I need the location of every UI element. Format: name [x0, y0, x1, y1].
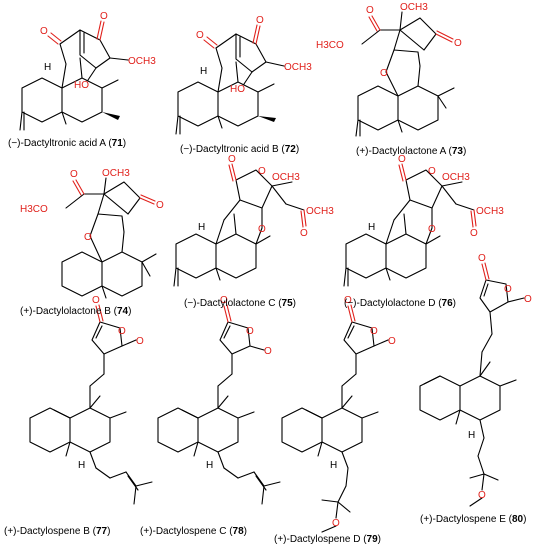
atom-h: H: [44, 62, 51, 73]
compound-number: 75: [281, 298, 293, 309]
caption-73: (+)-Dactylolactone A (73): [356, 146, 467, 157]
caption-71: (−)-Dactyltronic acid A (71): [8, 138, 127, 149]
atom-o: O: [84, 232, 92, 243]
caption-77: (+)-Dactylospene B (77): [4, 526, 111, 537]
atom-h: H: [78, 460, 85, 471]
atom-o: O: [470, 228, 478, 239]
atom-o: O: [300, 228, 308, 239]
atom-o: O: [370, 326, 378, 337]
atom-o: O: [388, 336, 396, 347]
atom-o: O: [40, 26, 48, 37]
atom-o: O: [478, 253, 486, 264]
atom-och3: OCH3: [306, 206, 334, 217]
compound-name: (+)-Dactylospene E: [420, 514, 506, 525]
atom-och3: OCH3: [128, 56, 156, 67]
caption-74: (+)-Dactylolactone B (74): [20, 306, 132, 317]
atom-och3: OCH3: [272, 172, 300, 183]
compound-number: 71: [111, 138, 123, 149]
atom-och3: OCH3: [102, 168, 130, 179]
atom-o: O: [258, 166, 266, 177]
atom-o: O: [428, 166, 436, 177]
atom-o: O: [332, 518, 340, 529]
atom-o: O: [504, 284, 512, 295]
atom-o: O: [398, 154, 406, 165]
structure-80: O O O O H: [419, 253, 532, 507]
atom-o: O: [256, 15, 264, 26]
atom-ho: HO: [74, 80, 89, 91]
compound-name: (+)-Dactylospene D: [274, 534, 361, 545]
atom-o: O: [118, 326, 126, 337]
structure-75: O O OCH3 O OCH3 O H: [173, 154, 334, 287]
compound-number: 78: [232, 526, 244, 537]
atom-h: H: [206, 460, 213, 471]
atom-h: H: [468, 430, 475, 441]
structure-73: O O OCH3 H3CO O: [316, 2, 462, 137]
structure-79: O O O O H: [281, 295, 396, 533]
atom-o: O: [454, 38, 462, 49]
compound-name: (−)-Dactyltronic acid A: [8, 138, 106, 149]
compound-number: 72: [284, 144, 296, 155]
structure-71: O O HO OCH3 H: [19, 11, 156, 131]
atom-o: O: [478, 490, 486, 501]
atom-o: O: [428, 224, 436, 235]
compound-name: (−)-Dactylolactone D: [344, 298, 436, 309]
atom-h: H: [368, 222, 375, 233]
atom-och3: OCH3: [476, 206, 504, 217]
structure-78: O O O H: [157, 295, 281, 505]
structure-76: O O OCH3 O OCH3 O H: [343, 154, 504, 287]
caption-79: (+)-Dactylospene D (79): [274, 534, 381, 545]
compound-number: 79: [366, 534, 378, 545]
compound-name: (+)-Dactylospene C: [140, 526, 227, 537]
atom-h: H: [200, 66, 207, 77]
atom-ho: HO: [230, 84, 245, 95]
compound-name: (−)-Dactyltronic acid B: [180, 144, 279, 155]
atom-o: O: [136, 336, 144, 347]
atom-o: O: [380, 68, 388, 79]
atom-h3co: H3CO: [316, 40, 344, 51]
compound-number: 73: [451, 146, 463, 157]
atom-o: O: [220, 295, 228, 306]
atom-och3: OCH3: [400, 2, 428, 13]
compound-number: 77: [95, 526, 108, 537]
atom-o: O: [100, 11, 108, 22]
atom-h: H: [330, 460, 337, 471]
structure-74: O O OCH3 H3CO O: [20, 168, 164, 299]
compound-number: 76: [441, 298, 453, 309]
atom-o: O: [366, 5, 374, 16]
atom-h: H: [198, 222, 205, 233]
caption-80: (+)-Dactylospene E (80): [420, 514, 527, 525]
compound-number: 80: [511, 514, 524, 525]
atom-och3: OCH3: [442, 172, 470, 183]
atom-o: O: [264, 346, 272, 357]
compound-name: (−)-Dactylolactone C: [184, 298, 276, 309]
compound-number: 74: [116, 306, 129, 317]
atom-h3co: H3CO: [20, 204, 48, 215]
structure-72: O O HO OCH3 H: [175, 15, 312, 135]
structure-77: O O O H: [29, 295, 153, 505]
caption-72: (−)-Dactyltronic acid B (72): [180, 144, 300, 155]
atom-o: O: [228, 154, 236, 165]
atom-o: O: [156, 200, 164, 211]
atom-o: O: [196, 30, 204, 41]
caption-76: (−)-Dactylolactone D (76): [344, 298, 456, 309]
atom-o: O: [344, 295, 352, 306]
atom-o: O: [92, 295, 100, 306]
atom-o: O: [524, 294, 532, 305]
caption-78: (+)-Dactylospene C (78): [140, 526, 247, 537]
atom-och3: OCH3: [284, 62, 312, 73]
caption-75: (−)-Dactylolactone C (75): [184, 298, 296, 309]
compound-name: (+)-Dactylolactone B: [20, 306, 111, 317]
atom-o: O: [70, 169, 78, 180]
atom-o: O: [246, 326, 254, 337]
atom-o: O: [258, 224, 266, 235]
compound-name: (+)-Dactylolactone A: [356, 146, 446, 157]
compound-name: (+)-Dactylospene B: [4, 526, 90, 537]
